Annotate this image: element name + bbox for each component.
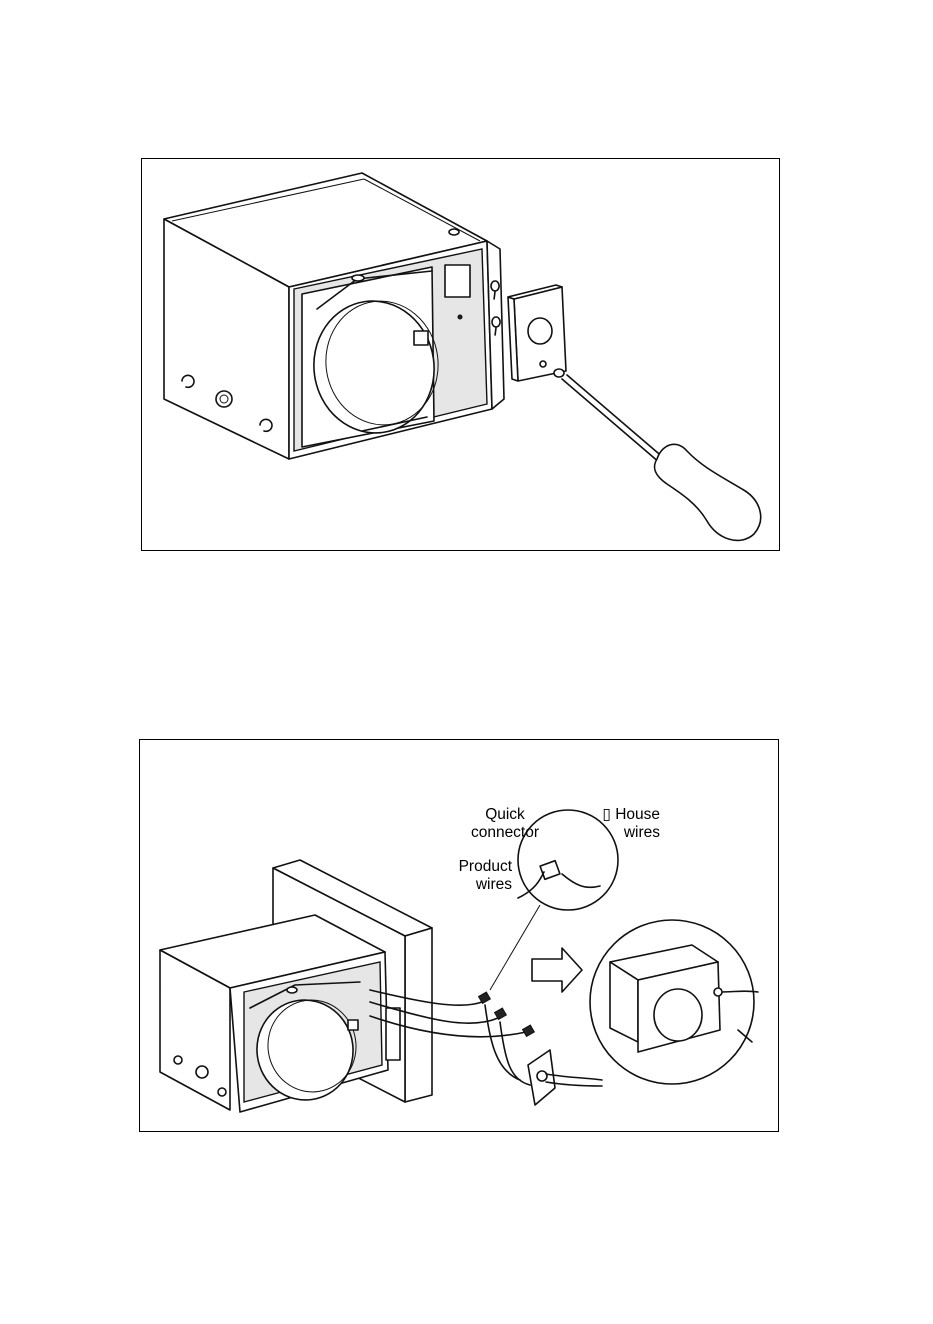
figure-wiring: Quick connector ▯ House wires Product wi… <box>139 739 779 1132</box>
label-house-wires: ▯ House wires <box>580 806 660 842</box>
fan-housing-icon <box>160 915 400 1112</box>
label-product-wires: Product wires <box>430 858 512 894</box>
fan-housing-icon <box>164 173 504 459</box>
wiring-drawing <box>140 740 780 1133</box>
label-quick-connector: Quick connector <box>445 806 565 842</box>
arrow-icon <box>532 948 582 992</box>
wiring-plate-icon <box>508 285 566 381</box>
screwdriver-icon <box>554 369 761 540</box>
fan-housing-drawing <box>142 159 781 552</box>
figure-remove-plate <box>141 158 780 551</box>
finished-install-detail-icon <box>590 920 758 1084</box>
